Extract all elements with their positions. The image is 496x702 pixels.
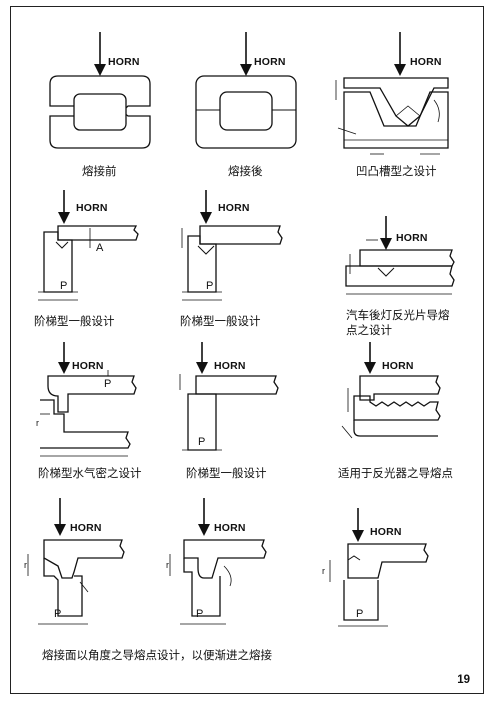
diagram-after-welding: HORN 熔接後 <box>186 30 316 180</box>
horn-label: HORN <box>76 202 108 214</box>
diagram-taillight: HORN 汽车後灯反光片导熔 点之设计 <box>330 188 470 343</box>
caption-step-general-3: 阶梯型一般设计 <box>186 466 267 480</box>
diagram-step-general-1: HORN A P 阶梯型一般设计 <box>28 188 168 333</box>
horn-label: HORN <box>70 522 102 534</box>
page-frame <box>10 6 484 694</box>
page-number: 19 <box>457 674 470 686</box>
step-general-1-drawing <box>28 188 168 333</box>
diagram-angled-3: HORN r P <box>318 496 458 646</box>
caption-tongue-groove: 凹凸槽型之设计 <box>356 164 437 178</box>
after-welding-drawing <box>186 30 316 180</box>
horn-label: HORN <box>214 522 246 534</box>
caption-step-general-1: 阶梯型一般设计 <box>34 314 115 328</box>
diagram-step-general-3: HORN P 阶梯型一般设计 <box>176 340 316 485</box>
dimension-p: P <box>206 280 214 292</box>
caption-step-general-2: 阶梯型一般设计 <box>180 314 261 328</box>
caption-step-watertight: 阶梯型水气密之设计 <box>38 466 142 480</box>
angled-2-drawing <box>164 496 284 646</box>
horn-label: HORN <box>218 202 250 214</box>
caption-angled: 熔接面以角度之导熔点设计，以便渐进之熔接 <box>42 648 272 662</box>
horn-label: HORN <box>410 56 442 68</box>
diagram-before-welding: HORN 熔接前 <box>40 30 170 180</box>
diagram-tongue-groove: HORN 凹凸槽型之设计 <box>330 30 470 180</box>
dimension-r: r <box>322 566 325 576</box>
diagram-reflector: HORN 适用于反光器之导熔点 <box>330 340 470 485</box>
diagram-step-general-2: HORN P 阶梯型一般设计 <box>176 188 316 333</box>
horn-label: HORN <box>254 56 286 68</box>
step-watertight-drawing <box>28 340 168 485</box>
dimension-p: P <box>54 608 62 620</box>
dimension-p: P <box>196 608 204 620</box>
dimension-p: P <box>198 436 206 448</box>
tongue-groove-drawing <box>330 30 470 180</box>
before-welding-drawing <box>40 30 170 180</box>
caption-taillight-line1: 汽车後灯反光片导熔 <box>346 308 450 322</box>
dimension-r: r <box>166 560 169 570</box>
horn-label: HORN <box>396 232 428 244</box>
horn-label: HORN <box>72 360 104 372</box>
caption-reflector: 适用于反光器之导熔点 <box>338 466 453 480</box>
caption-taillight-line2: 点之设计 <box>346 323 392 337</box>
caption-before-welding: 熔接前 <box>82 164 117 178</box>
angled-1-drawing <box>22 496 142 646</box>
diagram-angled-1: HORN r P <box>22 496 142 646</box>
dimension-r: r <box>24 560 27 570</box>
horn-label: HORN <box>370 526 402 538</box>
reflector-drawing <box>330 340 470 485</box>
taillight-drawing <box>330 188 470 343</box>
angled-3-drawing <box>318 496 458 646</box>
dimension-r: r <box>36 418 39 428</box>
dimension-p: P <box>60 280 68 292</box>
diagram-angled-2: HORN r P <box>164 496 284 646</box>
diagram-step-watertight: HORN P r 阶梯型水气密之设计 <box>28 340 168 485</box>
step-general-2-drawing <box>176 188 316 333</box>
dimension-a: A <box>96 242 104 254</box>
horn-label: HORN <box>382 360 414 372</box>
dimension-p: P <box>356 608 364 620</box>
horn-label: HORN <box>214 360 246 372</box>
dimension-p: P <box>104 378 112 390</box>
caption-after-welding: 熔接後 <box>228 164 263 178</box>
step-general-3-drawing <box>176 340 316 485</box>
horn-label: HORN <box>108 56 140 68</box>
